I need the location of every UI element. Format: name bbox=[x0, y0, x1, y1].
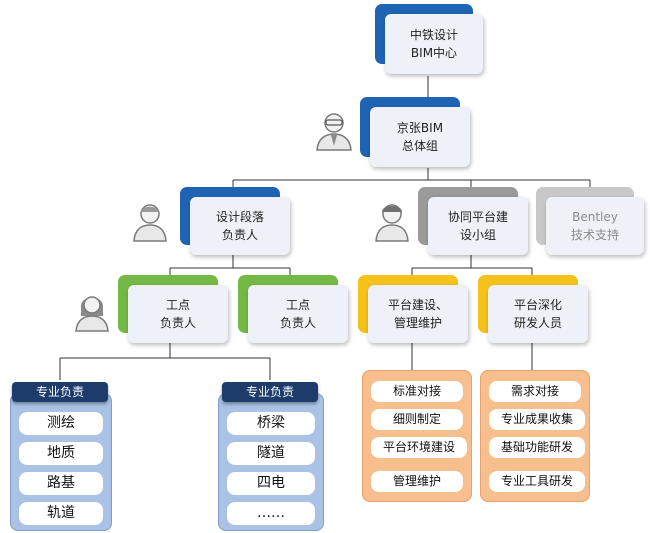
platform-deep-label: 平台深化 研发人员 bbox=[513, 298, 562, 330]
dev-task-item: 专业工具研发 bbox=[489, 471, 585, 492]
discipline-panel-title: 专业负责 bbox=[222, 382, 318, 402]
bim-center-label: 中铁设计 BIM中心 bbox=[409, 28, 458, 60]
jingzhang-label: 京张BIM 总体组 bbox=[396, 121, 444, 153]
platform-task-item: 管理维护 bbox=[371, 471, 463, 492]
jingzhang-group-node: 京张BIM 总体组 bbox=[360, 97, 472, 169]
platform-task-item: 标准对接 bbox=[371, 381, 463, 402]
dev-task-item: 专业成果收集 bbox=[489, 409, 585, 430]
platform-group-label: 协同平台建 设小组 bbox=[447, 210, 508, 242]
platform-group-node: 协同平台建 设小组 bbox=[418, 187, 530, 257]
bentley-support-node: Bentley 技术支持 bbox=[536, 187, 646, 257]
section-lead-node: 设计段落 负责人 bbox=[180, 187, 292, 257]
female-staff-avatar-icon bbox=[75, 296, 109, 332]
discipline-panel-title: 专业负责 bbox=[12, 382, 108, 402]
platform-build-label: 平台建设、 管理维护 bbox=[387, 298, 448, 330]
discipline-item: 路基 bbox=[19, 472, 103, 495]
platform-task-item: 平台环境建设 bbox=[371, 437, 467, 458]
work-point-label-2: 工点 负责人 bbox=[279, 298, 316, 330]
section-lead-label: 设计段落 负责人 bbox=[215, 210, 264, 242]
dev-task-item: 需求对接 bbox=[489, 381, 581, 402]
platform-deep-node: 平台深化 研发人员 bbox=[478, 275, 590, 345]
discipline-item: 桥梁 bbox=[227, 412, 315, 435]
dev-task-item: 基础功能研发 bbox=[489, 437, 585, 458]
work-point-node-1: 工点 负责人 bbox=[118, 275, 230, 345]
manager-avatar-icon bbox=[316, 113, 352, 151]
platform-build-node: 平台建设、 管理维护 bbox=[358, 275, 470, 345]
leader-avatar-icon bbox=[133, 204, 167, 242]
discipline-panel-left: 测绘 地质 路基 轨道 bbox=[10, 393, 112, 531]
discipline-item: 四电 bbox=[227, 472, 315, 495]
discipline-item: 轨道 bbox=[19, 502, 103, 525]
discipline-item: 地质 bbox=[19, 442, 103, 465]
work-point-label-1: 工点 负责人 bbox=[159, 298, 196, 330]
discipline-item: 测绘 bbox=[19, 412, 103, 435]
engineer-avatar-icon bbox=[375, 204, 409, 242]
discipline-panel-middle: 桥梁 隧道 四电 …… bbox=[218, 393, 324, 531]
work-point-node-2: 工点 负责人 bbox=[238, 275, 350, 345]
discipline-item: …… bbox=[227, 502, 315, 525]
discipline-item: 隧道 bbox=[227, 442, 315, 465]
dev-tasks-panel: 需求对接 专业成果收集 基础功能研发 专业工具研发 bbox=[480, 370, 590, 502]
platform-task-item: 细则制定 bbox=[371, 409, 463, 430]
platform-tasks-panel: 标准对接 细则制定 平台环境建设 管理维护 bbox=[362, 370, 472, 502]
bim-center-node: 中铁设计 BIM中心 bbox=[375, 4, 485, 76]
bentley-label: Bentley 技术支持 bbox=[570, 210, 619, 242]
